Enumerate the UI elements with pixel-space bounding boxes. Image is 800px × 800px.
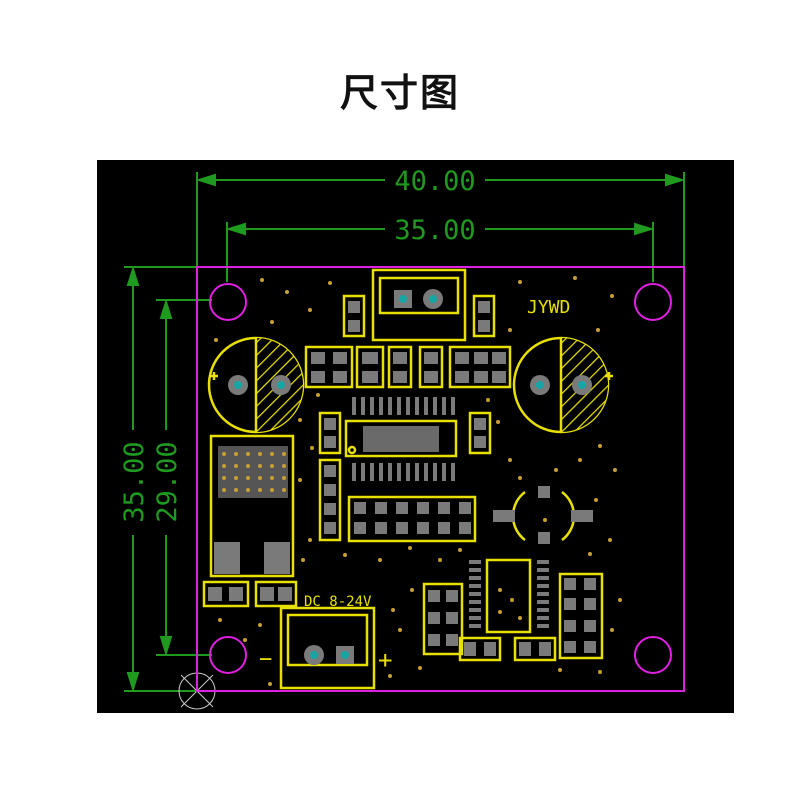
mounting-hole-top-right [634, 283, 672, 321]
top-connector [371, 268, 467, 342]
dimension-board-width-label: 40.00 [394, 166, 475, 197]
regulator-via-grid [218, 446, 288, 498]
dimension-hole-spacing-x-line [225, 222, 655, 236]
mounting-hole-bottom-left [209, 636, 247, 674]
smd-footprints [202, 294, 604, 662]
regulator-left [209, 434, 295, 578]
mounting-hole-top-left [209, 283, 247, 321]
bottom-ic [485, 558, 532, 634]
polarity-minus-label: − [259, 647, 272, 672]
board-outline [196, 266, 685, 692]
mounting-holes [209, 283, 672, 674]
dimension-lines [124, 172, 686, 693]
scattered-vias [214, 276, 622, 686]
dimension-hole-spacing-y-line [159, 298, 173, 657]
dimension-hole-spacing-y-label: 29.00 [152, 441, 183, 522]
dimension-hole-spacing-x-label: 35.00 [394, 215, 475, 246]
power-input-label: DC 8-24V [304, 594, 372, 610]
page-title: 尺寸图 [339, 71, 460, 115]
brand-label: JYWD [527, 297, 570, 318]
polarity-plus-label: + [378, 646, 392, 674]
dimension-board-height-line [126, 265, 140, 693]
power-connector [279, 606, 376, 690]
connector-pads [228, 289, 592, 665]
center-ic [344, 419, 458, 458]
smd-pads [208, 301, 596, 656]
mounting-hole-bottom-right [634, 636, 672, 674]
dimension-board-height-label: 35.00 [119, 441, 150, 522]
ic-pins [352, 397, 549, 628]
dimension-board-width-line [195, 173, 686, 187]
